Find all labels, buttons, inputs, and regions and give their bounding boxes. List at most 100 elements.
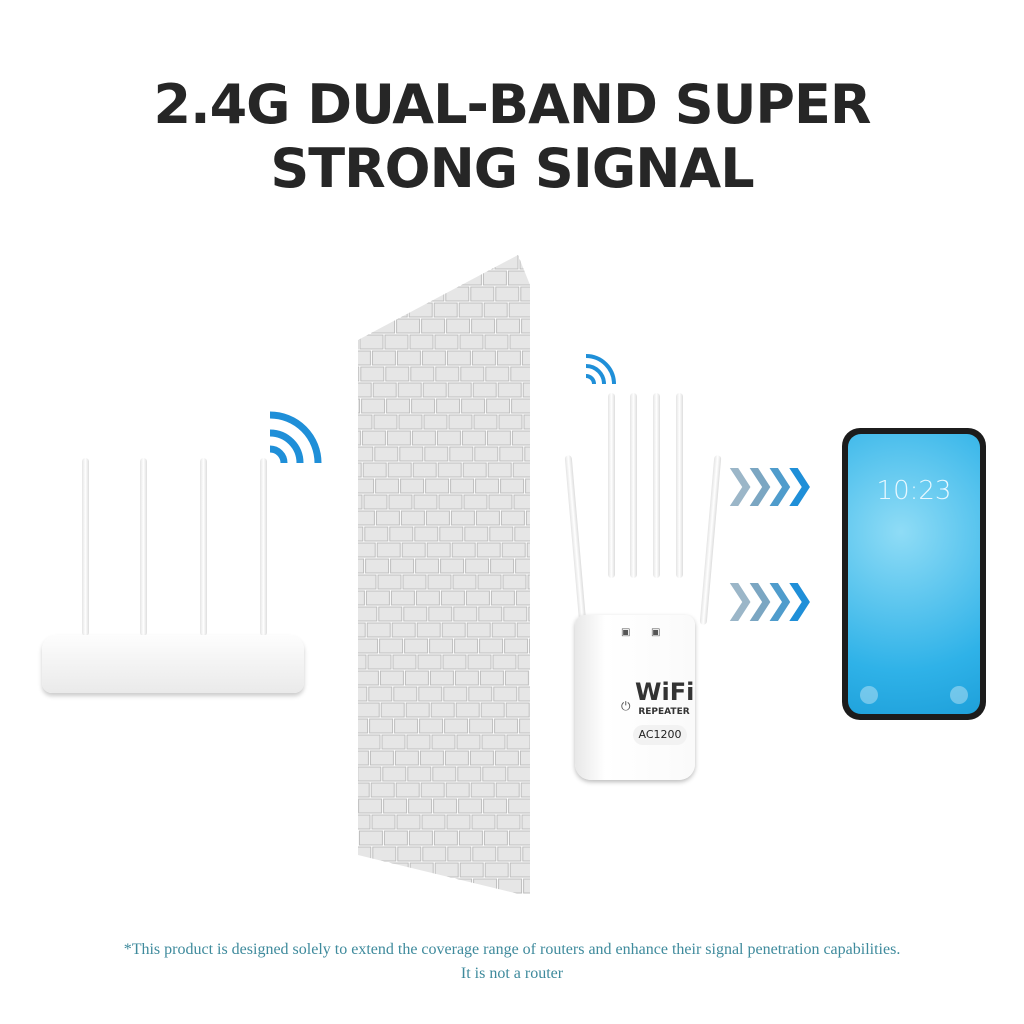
brick <box>372 846 397 862</box>
brick <box>406 734 431 750</box>
brick <box>358 478 375 494</box>
brick <box>498 878 523 894</box>
brick <box>358 830 383 846</box>
brick <box>411 430 436 446</box>
brick <box>361 398 386 414</box>
brick <box>447 382 472 398</box>
brick <box>507 766 530 782</box>
brick-wall <box>358 255 530 894</box>
brick <box>429 638 454 654</box>
brick <box>415 558 440 574</box>
brick <box>499 446 524 462</box>
brick <box>471 814 496 830</box>
brick <box>475 478 500 494</box>
brick <box>383 302 408 318</box>
brick <box>420 286 445 302</box>
brick <box>358 686 368 702</box>
router-antenna <box>82 458 89 636</box>
brick <box>449 446 474 462</box>
brick <box>407 766 432 782</box>
brick <box>358 622 366 638</box>
brick <box>358 398 361 414</box>
brick <box>476 542 501 558</box>
brick <box>358 654 367 670</box>
brick <box>528 606 530 622</box>
brick <box>364 526 389 542</box>
brick <box>365 558 390 574</box>
brick <box>407 270 432 286</box>
brick <box>376 542 401 558</box>
brick <box>381 734 406 750</box>
brick <box>458 302 483 318</box>
brick <box>495 286 520 302</box>
brick <box>358 878 373 894</box>
brick <box>384 862 409 878</box>
brick <box>508 830 530 846</box>
clock: 10:23 <box>876 476 952 506</box>
brick <box>386 398 411 414</box>
brick <box>358 318 371 334</box>
brick <box>391 622 416 638</box>
brick <box>446 350 471 366</box>
brick <box>418 686 443 702</box>
brick <box>521 350 530 366</box>
brick <box>422 382 447 398</box>
brick <box>482 766 507 782</box>
brick <box>402 574 427 590</box>
brick <box>358 542 376 558</box>
brick <box>433 830 458 846</box>
brick <box>469 718 494 734</box>
brick <box>365 590 390 606</box>
brick <box>525 510 530 526</box>
brick <box>483 798 508 814</box>
brick <box>508 302 530 318</box>
brick <box>369 255 394 270</box>
brick <box>397 846 422 862</box>
brick <box>380 702 405 718</box>
brick <box>463 494 488 510</box>
brick <box>412 462 437 478</box>
brick <box>448 414 473 430</box>
brick <box>467 654 492 670</box>
brick <box>358 286 370 302</box>
brick <box>388 494 413 510</box>
brick <box>444 750 469 766</box>
signal-arrows-icon: ❯❯❯❯ <box>724 462 815 506</box>
brick <box>434 862 459 878</box>
brick <box>472 382 497 398</box>
brick <box>408 302 433 318</box>
brick <box>387 462 412 478</box>
brick <box>396 350 421 366</box>
brick <box>509 862 530 878</box>
brick <box>506 734 530 750</box>
brick <box>421 318 446 334</box>
brick <box>444 255 469 270</box>
brick <box>422 846 447 862</box>
brick <box>363 494 388 510</box>
brick <box>458 830 483 846</box>
headline-line-2: STRONG SIGNAL <box>270 137 754 200</box>
brick <box>371 350 396 366</box>
brick <box>460 366 485 382</box>
signal-arrows-icon: ❯❯❯❯ <box>724 577 815 621</box>
brick <box>521 814 530 830</box>
brick <box>464 526 489 542</box>
brick <box>410 366 435 382</box>
brick <box>420 782 445 798</box>
brick <box>400 478 425 494</box>
brick <box>361 430 386 446</box>
model-label: AC1200 <box>633 725 687 745</box>
brick <box>494 750 519 766</box>
brick <box>515 558 530 574</box>
brick <box>507 270 530 286</box>
brick <box>398 414 423 430</box>
brick <box>468 686 493 702</box>
brick <box>360 366 385 382</box>
brick <box>377 574 402 590</box>
brick <box>375 478 400 494</box>
brick <box>409 334 434 350</box>
brick <box>369 718 394 734</box>
brick <box>373 414 398 430</box>
brick <box>415 590 440 606</box>
brick <box>475 510 500 526</box>
